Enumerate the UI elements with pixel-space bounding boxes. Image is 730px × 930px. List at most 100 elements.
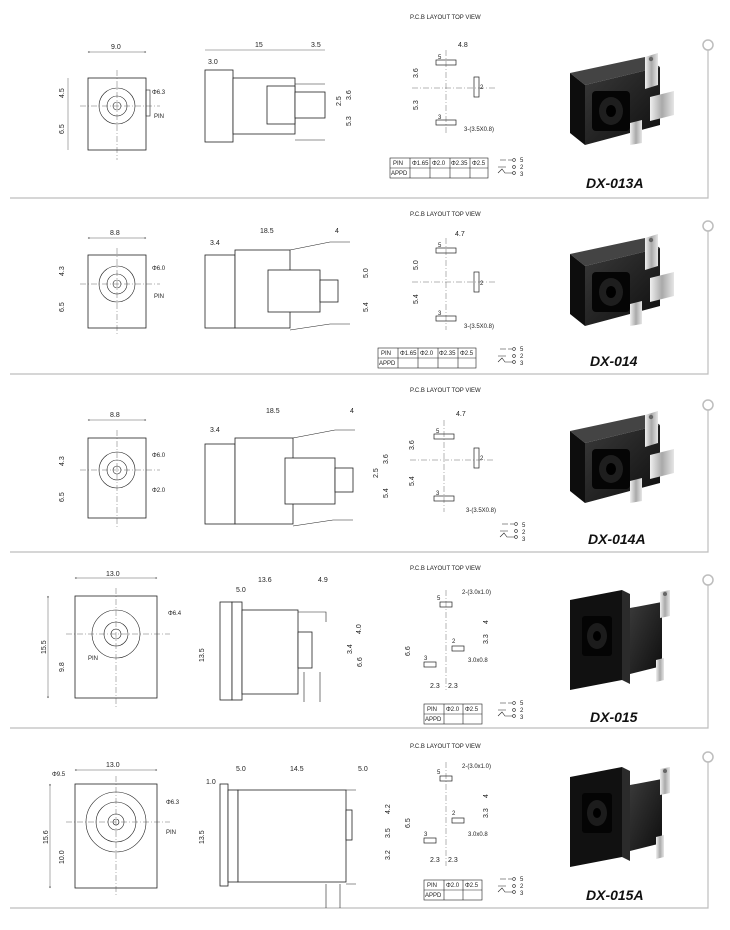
svg-text:4: 4: [483, 620, 490, 624]
svg-text:15.5: 15.5: [41, 640, 48, 654]
svg-text:13.0: 13.0: [106, 762, 120, 769]
svg-text:2-(3.0x1.0): 2-(3.0x1.0): [462, 590, 491, 596]
svg-text:2: 2: [480, 281, 484, 287]
dim-left: 3.0: [208, 59, 218, 66]
svg-text:2.3: 2.3: [448, 857, 458, 864]
svg-text:PIN: PIN: [166, 830, 176, 836]
svg-text:Φ1.65: Φ1.65: [412, 161, 429, 167]
pcb-layout-title: P.C.B LAYOUT TOP VIEW: [410, 15, 481, 21]
side-view: 18.5 4 3.4 3.6 2.5 5.4: [204, 408, 390, 527]
svg-text:10.0: 10.0: [59, 850, 66, 864]
svg-text:PIN: PIN: [393, 161, 403, 167]
svg-text:3.4: 3.4: [347, 644, 354, 654]
svg-text:PIN: PIN: [427, 883, 437, 889]
svg-text:3-(3.5X0.8): 3-(3.5X0.8): [466, 508, 496, 514]
pcb-dim-v2: 5.3: [413, 100, 420, 110]
front-view: 8.8 4.3 6.5 Φ6.0 Φ2.0: [59, 412, 166, 528]
dim-tail: 3.5: [311, 42, 321, 49]
svg-text:4.2: 4.2: [385, 804, 392, 814]
svg-text:Φ2.0: Φ2.0: [152, 488, 166, 494]
svg-text:APPD: APPD: [425, 893, 442, 899]
svg-text:2: 2: [520, 165, 524, 171]
svg-text:5: 5: [438, 243, 442, 249]
dim-d1: 3.6: [346, 90, 353, 100]
svg-text:Φ2.35: Φ2.35: [451, 161, 468, 167]
svg-text:3: 3: [520, 715, 524, 721]
model-name: DX-013A: [586, 175, 644, 191]
product-photo: [570, 53, 674, 145]
svg-text:4.3: 4.3: [59, 266, 66, 276]
pin-label: PIN: [154, 114, 164, 120]
svg-text:3: 3: [520, 172, 524, 178]
svg-text:2: 2: [520, 884, 524, 890]
svg-text:14.5: 14.5: [290, 766, 304, 773]
pcb-layout: 5 2 3 2-(3.0x1.0) 3.0x0.8 4 3.3 6.6 2.3 …: [405, 590, 491, 690]
row-dx-014: P.C.B LAYOUT TOP VIEW 8.8 4.3 6.5 Φ6.0 P…: [59, 212, 674, 369]
dim-d2: 2.5: [336, 96, 343, 106]
svg-text:Φ2.0: Φ2.0: [446, 707, 460, 713]
svg-text:4.0: 4.0: [356, 624, 363, 634]
svg-text:3: 3: [438, 115, 442, 121]
svg-text:3: 3: [520, 891, 524, 897]
svg-text:4: 4: [335, 228, 339, 235]
product-photo: [570, 767, 670, 867]
svg-text:5: 5: [437, 596, 441, 602]
svg-text:DX-014: DX-014: [590, 353, 638, 369]
svg-text:8.8: 8.8: [110, 230, 120, 237]
dim-upper: 4.5: [59, 88, 66, 98]
svg-text:PIN: PIN: [381, 351, 391, 357]
dim-d3: 5.3: [346, 116, 353, 126]
svg-text:2: 2: [520, 708, 524, 714]
svg-text:Φ2.5: Φ2.5: [460, 351, 474, 357]
svg-text:2.3: 2.3: [448, 683, 458, 690]
side-view: 15 3.5 3.0 3.6 2.5 5.3: [204, 42, 353, 143]
svg-text:5.4: 5.4: [413, 294, 420, 304]
svg-text:3-(3.5X0.8): 3-(3.5X0.8): [464, 324, 494, 330]
pcb-layout: 5 2 3 4.7 5.0 5.4 3-(3.5X0.8): [412, 231, 495, 330]
svg-text:5.0: 5.0: [236, 766, 246, 773]
svg-text:DX-015: DX-015: [590, 709, 638, 725]
svg-text:5: 5: [436, 429, 440, 435]
svg-text:Φ6.0: Φ6.0: [152, 453, 166, 459]
svg-text:3.4: 3.4: [210, 240, 220, 247]
svg-text:3.3: 3.3: [483, 634, 490, 644]
svg-text:5: 5: [520, 158, 524, 164]
svg-text:3: 3: [424, 656, 428, 662]
svg-text:APPD: APPD: [391, 171, 408, 177]
svg-text:Φ2.0: Φ2.0: [420, 351, 434, 357]
svg-text:2: 2: [452, 639, 456, 645]
svg-text:4: 4: [483, 794, 490, 798]
svg-text:2-(3.0x1.0): 2-(3.0x1.0): [462, 764, 491, 770]
svg-text:P.C.B LAYOUT TOP VIEW: P.C.B LAYOUT TOP VIEW: [410, 566, 481, 572]
svg-text:5.0: 5.0: [236, 587, 246, 594]
side-view: 18.5 4 3.4 5.0 5.4: [204, 228, 370, 331]
svg-text:2.3: 2.3: [430, 683, 440, 690]
svg-text:2: 2: [522, 530, 526, 536]
svg-text:4.9: 4.9: [318, 577, 328, 584]
svg-text:1.0: 1.0: [206, 779, 216, 786]
svg-text:3: 3: [436, 491, 440, 497]
product-photo: [570, 411, 674, 503]
svg-text:Φ2.5: Φ2.5: [472, 161, 486, 167]
svg-text:4.7: 4.7: [456, 411, 466, 418]
row-dx-015: P.C.B LAYOUT TOP VIEW 13.0 15.5 9.8 Φ6.4…: [41, 566, 670, 725]
svg-text:3: 3: [438, 311, 442, 317]
svg-text:9.8: 9.8: [59, 662, 66, 672]
row-frames: [10, 39, 714, 909]
svg-text:2.5: 2.5: [373, 468, 380, 478]
svg-text:13.5: 13.5: [199, 830, 206, 844]
svg-text:3.3: 3.3: [483, 808, 490, 818]
product-photo: [570, 590, 670, 690]
svg-text:PIN: PIN: [88, 656, 98, 662]
svg-text:18.5: 18.5: [260, 228, 274, 235]
pcb-layout: 5 2 3 2-(3.0x1.0) 3.0x0.8 4 3.3 6.5 2.3 …: [405, 762, 491, 866]
svg-text:PIN: PIN: [427, 707, 437, 713]
svg-text:PIN: PIN: [154, 294, 164, 300]
svg-text:P.C.B LAYOUT TOP VIEW: P.C.B LAYOUT TOP VIEW: [410, 744, 481, 750]
svg-text:P.C.B LAYOUT TOP VIEW: P.C.B LAYOUT TOP VIEW: [410, 388, 481, 394]
svg-text:6.5: 6.5: [405, 818, 412, 828]
pcb-dim-v1: 3.6: [413, 68, 420, 78]
pcb-dim-top: 4.8: [458, 42, 468, 49]
svg-text:13.6: 13.6: [258, 577, 272, 584]
